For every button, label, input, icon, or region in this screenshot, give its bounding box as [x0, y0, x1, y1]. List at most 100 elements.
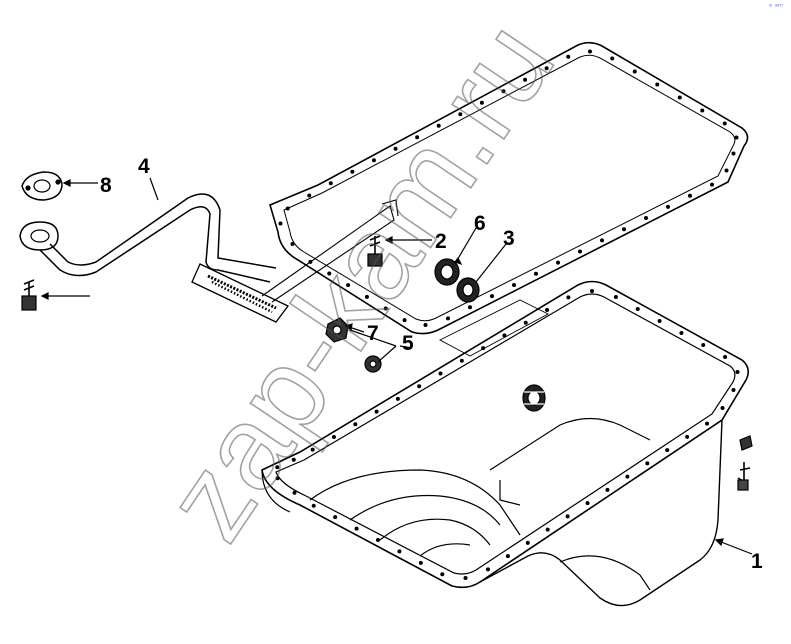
bolt-hole [383, 306, 388, 311]
bolt-hole [610, 56, 615, 61]
pickup-gasket [21, 171, 63, 201]
bolt-hole [710, 182, 714, 187]
bolt-hole [311, 503, 316, 508]
callout-2: 2 [435, 230, 447, 253]
leader-lines [40, 177, 753, 555]
bolt-hole [463, 576, 468, 580]
callout-5: 5 [402, 332, 414, 355]
callout-1: 1 [751, 550, 763, 573]
bolt-hole [657, 319, 662, 323]
nut-washer-part-5-7 [325, 317, 382, 373]
bolt-hole [397, 549, 402, 554]
bolt-hole [685, 434, 690, 439]
bolt-hole [700, 108, 705, 113]
bolt-hole [501, 89, 506, 94]
bolt-hole [585, 501, 590, 506]
bolt-hole [350, 169, 355, 174]
bolt-hole [364, 294, 369, 299]
bolt-hole [556, 260, 560, 265]
bolt-hole [393, 146, 398, 151]
bolt-hole [566, 295, 571, 300]
bolt-hole [327, 271, 332, 276]
bolt-hole [566, 54, 571, 59]
bolt-hole [665, 448, 670, 453]
bolt-hole [720, 406, 725, 410]
bolt-hole [395, 396, 400, 401]
bolt-hole [544, 66, 549, 71]
bolt-hole [644, 216, 648, 221]
bolt-part-2 [367, 235, 383, 267]
bolt-hole [590, 289, 594, 293]
bolt-hole [417, 384, 422, 389]
bolt-hole [534, 271, 538, 276]
bolt-hole [490, 294, 494, 299]
watermark: zap-kam.ru [140, 0, 579, 563]
bolt-hole [307, 193, 312, 198]
bolt-hole [545, 527, 550, 532]
bolt-hole [285, 206, 290, 211]
drain-plug [522, 384, 546, 412]
bolt-hole [436, 123, 441, 128]
bolt-hole [459, 358, 464, 363]
bolt-hole [290, 242, 295, 246]
bolt-hole [701, 343, 706, 347]
bolt-hole [545, 308, 550, 313]
bolt-hole [328, 181, 333, 186]
bolt-hole [600, 238, 604, 243]
bolt-hole [666, 204, 670, 209]
bolt-hole [523, 320, 528, 325]
bolt-hole [622, 227, 626, 232]
callout-3: 3 [503, 227, 515, 250]
bolt-hole [731, 388, 736, 392]
callout-7: 7 [367, 322, 379, 345]
bolt-hole [735, 370, 740, 374]
bolt-hole [632, 69, 637, 74]
bolt-hole [578, 249, 582, 254]
bolt-hole [734, 135, 739, 140]
bolt-hole [505, 554, 510, 559]
bolt-hole [353, 422, 358, 427]
bolt-hole [402, 318, 407, 323]
pan-side-bolts [737, 435, 753, 491]
bolt-hole [331, 434, 336, 439]
bolt-hole [275, 476, 280, 481]
bolt-hole [705, 421, 710, 426]
oil-pan [261, 280, 750, 607]
bolt-hole [479, 100, 484, 105]
bolt-hole [415, 135, 420, 140]
oil-pan-gasket [269, 41, 749, 335]
bolt-hole [523, 77, 528, 82]
bolt-hole [722, 121, 727, 126]
bolt-hole [679, 331, 684, 335]
bolt-hole [485, 567, 490, 572]
bolt-hole [512, 282, 516, 287]
bolt-hole [724, 168, 729, 173]
bolt-hole [333, 515, 338, 520]
bolt-hole [275, 465, 280, 470]
bolt-hole [645, 461, 650, 466]
bolt-hole [613, 295, 618, 299]
bolt-hole [371, 158, 376, 163]
bolt-hole [458, 112, 463, 117]
bolt-hole [291, 457, 296, 462]
bolt-hole [655, 82, 660, 87]
bolt-hole [588, 49, 592, 54]
bolt-hole [278, 221, 283, 226]
bolt-hole [731, 151, 736, 156]
bolt-hole [438, 371, 443, 376]
bolt-hole [625, 474, 630, 479]
bolt-hole [468, 305, 472, 310]
bolt-hole [292, 490, 297, 495]
bolt-hole [565, 514, 570, 519]
bolt-hole [688, 193, 692, 198]
bolt-hole [605, 487, 610, 492]
callout-4: 4 [138, 155, 150, 178]
bolt-hole [440, 572, 445, 577]
callout-6: 6 [474, 212, 486, 235]
bolt-hole [346, 283, 351, 288]
bolt-hole [677, 95, 682, 100]
pickup-bolt [21, 279, 37, 311]
bolt-hole [423, 323, 428, 327]
bolt-hole [525, 540, 530, 545]
